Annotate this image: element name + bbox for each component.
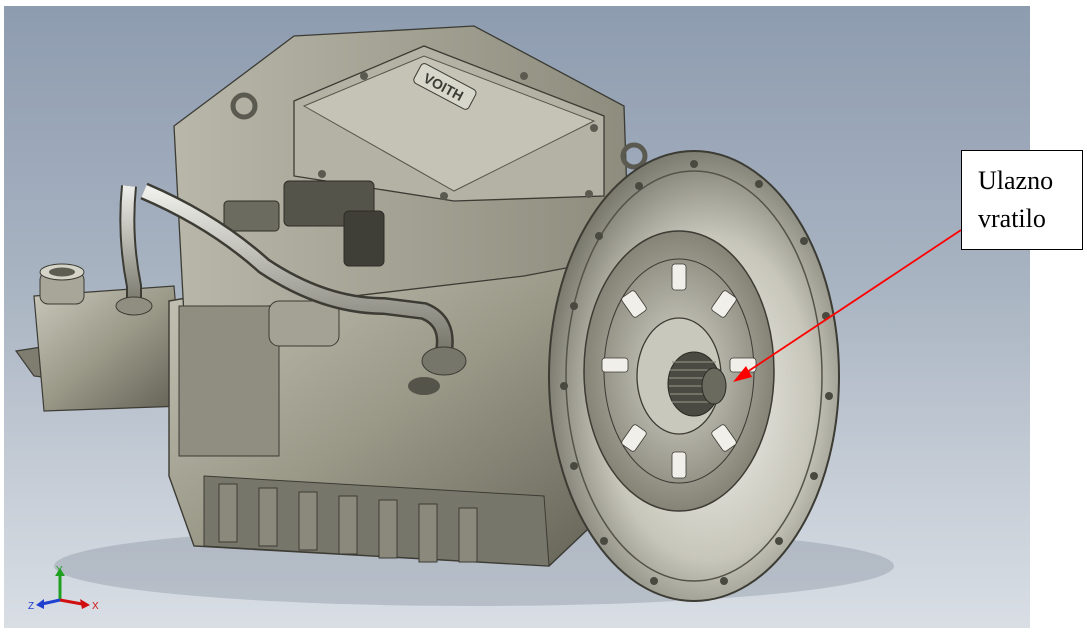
callout-label-line2: vratilo bbox=[978, 204, 1046, 233]
coordinate-triad-icon: Y X Z bbox=[28, 566, 99, 612]
transmission-model-icon: VOITH bbox=[14, 25, 894, 606]
x-axis-label: X bbox=[92, 601, 99, 612]
callout-label-box: Ulazno vratilo bbox=[961, 150, 1083, 250]
callout-label-line1: Ulazno bbox=[978, 166, 1054, 195]
x-axis-arrow-icon bbox=[59, 598, 83, 606]
y-axis-label: Y bbox=[56, 566, 63, 576]
z-axis-label: Z bbox=[28, 601, 34, 612]
cad-viewport: VOITH bbox=[4, 6, 1030, 628]
z-axis-arrow-icon bbox=[41, 598, 61, 606]
